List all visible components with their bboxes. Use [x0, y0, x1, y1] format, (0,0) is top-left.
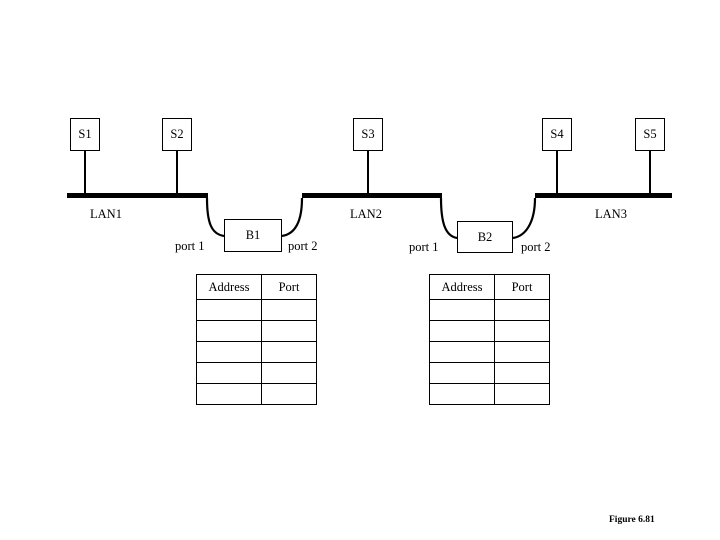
- cell-port[interactable]: [494, 320, 550, 342]
- column-header-port: Port: [494, 274, 550, 300]
- bridge-b1-port-2-label: port 2: [288, 239, 318, 253]
- table-row[interactable]: [429, 362, 550, 384]
- table-row[interactable]: [429, 383, 550, 405]
- table-row[interactable]: [196, 383, 317, 405]
- station-s2[interactable]: S2: [162, 118, 192, 151]
- droplink-s4: [556, 151, 558, 195]
- cell-address[interactable]: [196, 299, 262, 321]
- column-header-address: Address: [429, 274, 495, 300]
- bridge-b1-port-1-label: port 1: [175, 239, 205, 253]
- cell-address[interactable]: [196, 341, 262, 363]
- cell-port[interactable]: [494, 362, 550, 384]
- forwarding-table-b2: Address Port: [429, 274, 550, 405]
- cell-address[interactable]: [429, 383, 495, 405]
- table-row[interactable]: [429, 320, 550, 342]
- station-s4[interactable]: S4: [542, 118, 572, 151]
- station-label: S5: [643, 127, 657, 142]
- cell-address[interactable]: [196, 362, 262, 384]
- bridge-b1[interactable]: B1: [224, 219, 282, 252]
- cell-port[interactable]: [494, 299, 550, 321]
- droplink-s3: [367, 151, 369, 195]
- lan-bus-lan1[interactable]: [67, 193, 208, 198]
- droplink-s1: [84, 151, 86, 195]
- station-s5[interactable]: S5: [635, 118, 665, 151]
- bridge-b2-port-2-label: port 2: [521, 240, 551, 254]
- cell-port[interactable]: [494, 341, 550, 363]
- table-header-row: Address Port: [429, 274, 550, 300]
- station-label: S4: [550, 127, 564, 142]
- table-row[interactable]: [429, 341, 550, 363]
- cell-port[interactable]: [261, 299, 317, 321]
- cell-port[interactable]: [261, 320, 317, 342]
- droplink-s2: [176, 151, 178, 195]
- bridge-label: B2: [477, 229, 493, 244]
- bridge-b2-port-1-label: port 1: [409, 240, 439, 254]
- table-row[interactable]: [196, 341, 317, 363]
- cell-port[interactable]: [261, 383, 317, 405]
- lan-bus-lan2[interactable]: [302, 193, 442, 198]
- station-s3[interactable]: S3: [353, 118, 383, 151]
- bridge-b2[interactable]: B2: [457, 221, 513, 253]
- cell-address[interactable]: [196, 320, 262, 342]
- bridge-label: B1: [245, 228, 261, 243]
- table-row[interactable]: [196, 320, 317, 342]
- station-label: S1: [78, 127, 92, 142]
- cell-address[interactable]: [429, 362, 495, 384]
- station-s1[interactable]: S1: [70, 118, 100, 151]
- table-row[interactable]: [429, 299, 550, 321]
- forwarding-table-b1: Address Port: [196, 274, 317, 405]
- lan-label-lan3: LAN3: [595, 207, 627, 221]
- table-row[interactable]: [196, 362, 317, 384]
- cell-port[interactable]: [494, 383, 550, 405]
- cell-port[interactable]: [261, 362, 317, 384]
- lan-label-lan1: LAN1: [90, 207, 122, 221]
- cell-address[interactable]: [429, 341, 495, 363]
- cell-port[interactable]: [261, 341, 317, 363]
- table-header-row: Address Port: [196, 274, 317, 300]
- lan-bus-lan3[interactable]: [535, 193, 672, 198]
- lan-label-lan2: LAN2: [350, 207, 382, 221]
- cell-address[interactable]: [429, 320, 495, 342]
- station-label: S3: [361, 127, 375, 142]
- station-label: S2: [170, 127, 184, 142]
- cell-address[interactable]: [196, 383, 262, 405]
- droplink-s5: [649, 151, 651, 195]
- cell-address[interactable]: [429, 299, 495, 321]
- figure-caption: Figure 6.81: [609, 515, 655, 525]
- table-row[interactable]: [196, 299, 317, 321]
- column-header-address: Address: [196, 274, 262, 300]
- column-header-port: Port: [261, 274, 317, 300]
